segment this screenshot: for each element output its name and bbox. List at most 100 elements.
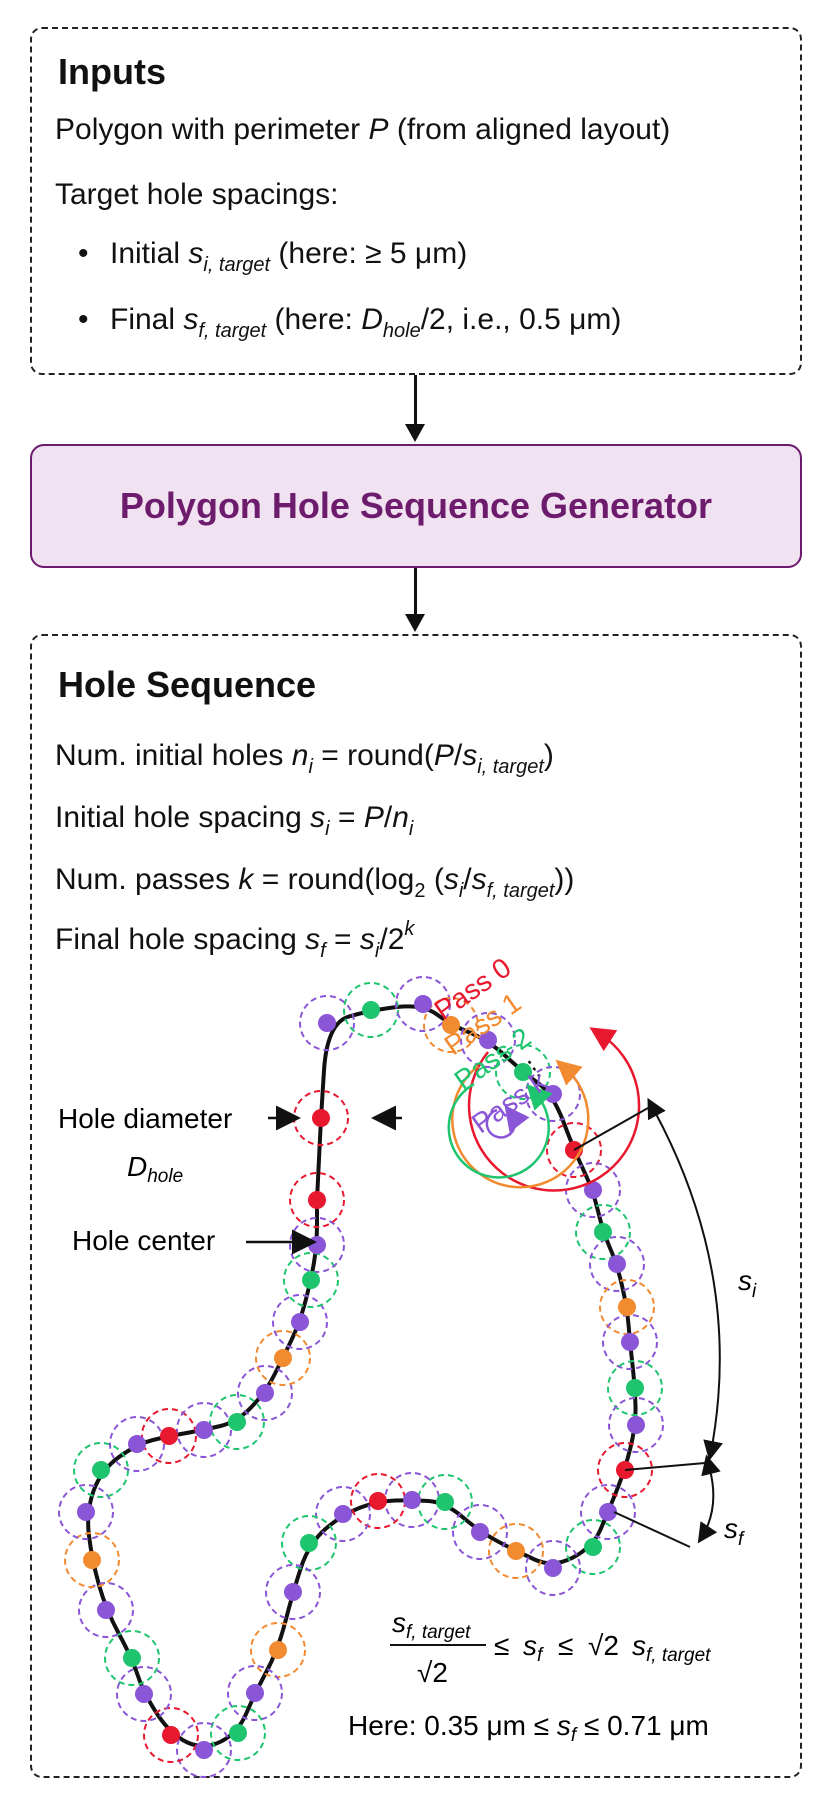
hole-center [584,1538,602,1556]
hole-center [256,1384,274,1402]
text: ) [543,739,554,772]
hole-center [621,1333,639,1351]
hole-outline [58,1484,114,1540]
text: Initial [110,237,189,270]
si-label: si [738,1265,757,1302]
text: = [329,801,364,834]
bullet-dot: • [78,237,89,270]
hole-center [123,1649,141,1667]
inputs-panel [30,27,802,375]
here-range: Here: 0.35 μm ≤ sf ≤ 0.71 μm [348,1710,709,1746]
hole-outline [597,1442,653,1498]
hole-diameter-label: Hole diameter [58,1103,232,1134]
hole-outline [116,1666,172,1722]
hole-center [128,1435,146,1453]
pass-0-arc [467,1027,641,1192]
hole-center [436,1493,454,1511]
sf-label: sf [724,1513,745,1550]
inputs-final-line: Final sf, target (here: Dhole/2, i.e., 0… [110,302,621,341]
hole-center [274,1349,292,1367]
var: P [433,739,454,772]
hole-outline [343,982,399,1038]
sub: i [325,818,330,840]
hole-center [507,1542,525,1560]
hole-center [269,1641,287,1659]
sub: hole [147,1166,183,1187]
var: n [392,801,409,834]
pass-2-arc [447,1082,553,1179]
hole-center [369,1492,387,1510]
hole-center [318,1014,336,1032]
var: s [724,1513,738,1544]
si-tick-top [573,1107,649,1151]
pass-k-arc [485,1105,530,1139]
hole-outline [525,1540,581,1596]
hole-outline [452,1504,508,1560]
ineq-right: sf, target [632,1630,711,1666]
hole-outline [272,1294,328,1350]
sub: i, target [203,254,271,276]
generator-label: Polygon Hole Sequence Generator [119,485,713,526]
hole-center [471,1523,489,1541]
var: s [310,801,326,834]
hole-center [83,1551,101,1569]
hole-center [362,1001,380,1019]
dhole-label: Dhole [127,1151,183,1187]
var-d: D [361,303,383,336]
hole-outline [283,1252,339,1308]
sub: i [752,1281,757,1302]
sub: hole [382,320,421,342]
hole-outline [423,997,479,1053]
var: s [443,863,459,896]
var: s [632,1630,646,1661]
var-p: P [368,113,389,146]
text: ( [425,863,444,896]
text: = round( [312,739,434,772]
var: s [557,1710,571,1741]
polygon-outline [86,1004,638,1748]
hole-center [626,1379,644,1397]
hole-center [302,1271,320,1289]
flow-arrow-shaft [414,568,417,618]
inputs-polygon-line: Polygon with perimeter P (from aligned l… [55,112,670,148]
text: Here: 0.35 μm ≤ [348,1710,557,1741]
sub: f, target [406,1622,471,1643]
formula-initial-spacing: Initial hole spacing si = P/ni [55,800,413,839]
text: Initial hole spacing [55,801,311,834]
text: /2 [379,923,405,956]
hole-outline [575,1204,631,1260]
hole-sequence-panel [30,634,802,1778]
var-s: s [183,303,199,336]
sub: f [738,1529,745,1550]
text: Final hole spacing [55,923,306,956]
hole-center [608,1255,626,1273]
hole-outline [460,1012,516,1068]
hole-center [584,1181,602,1199]
hole-center [246,1684,264,1702]
hole-outline [104,1630,160,1686]
hole-center [594,1223,612,1241]
hole-outline [289,1217,345,1273]
ineq-numerator: sf, target [392,1607,471,1643]
sub: i, target [477,756,544,778]
formula-final-spacing: Final hole spacing sf = si/2k [55,919,414,961]
hole-center [228,1413,246,1431]
hole-center [291,1313,309,1331]
ineq-denominator: √2 [417,1657,448,1688]
hole-center [77,1503,95,1521]
sequence-title: Hole Sequence [58,664,317,705]
inputs-title: Inputs [58,51,166,92]
hole-outline [227,1665,283,1721]
flow-arrow-head [405,424,425,442]
sub: f [571,1725,578,1746]
hole-outline [143,1707,199,1763]
hole-outline [176,1722,232,1778]
text: Num. passes [55,863,239,896]
hole-center [229,1724,247,1742]
hole-outline [265,1564,321,1620]
hole-outline [315,1486,371,1542]
hole-outline [488,1523,544,1579]
sf-arc [697,1454,721,1544]
hole-center [308,1236,326,1254]
